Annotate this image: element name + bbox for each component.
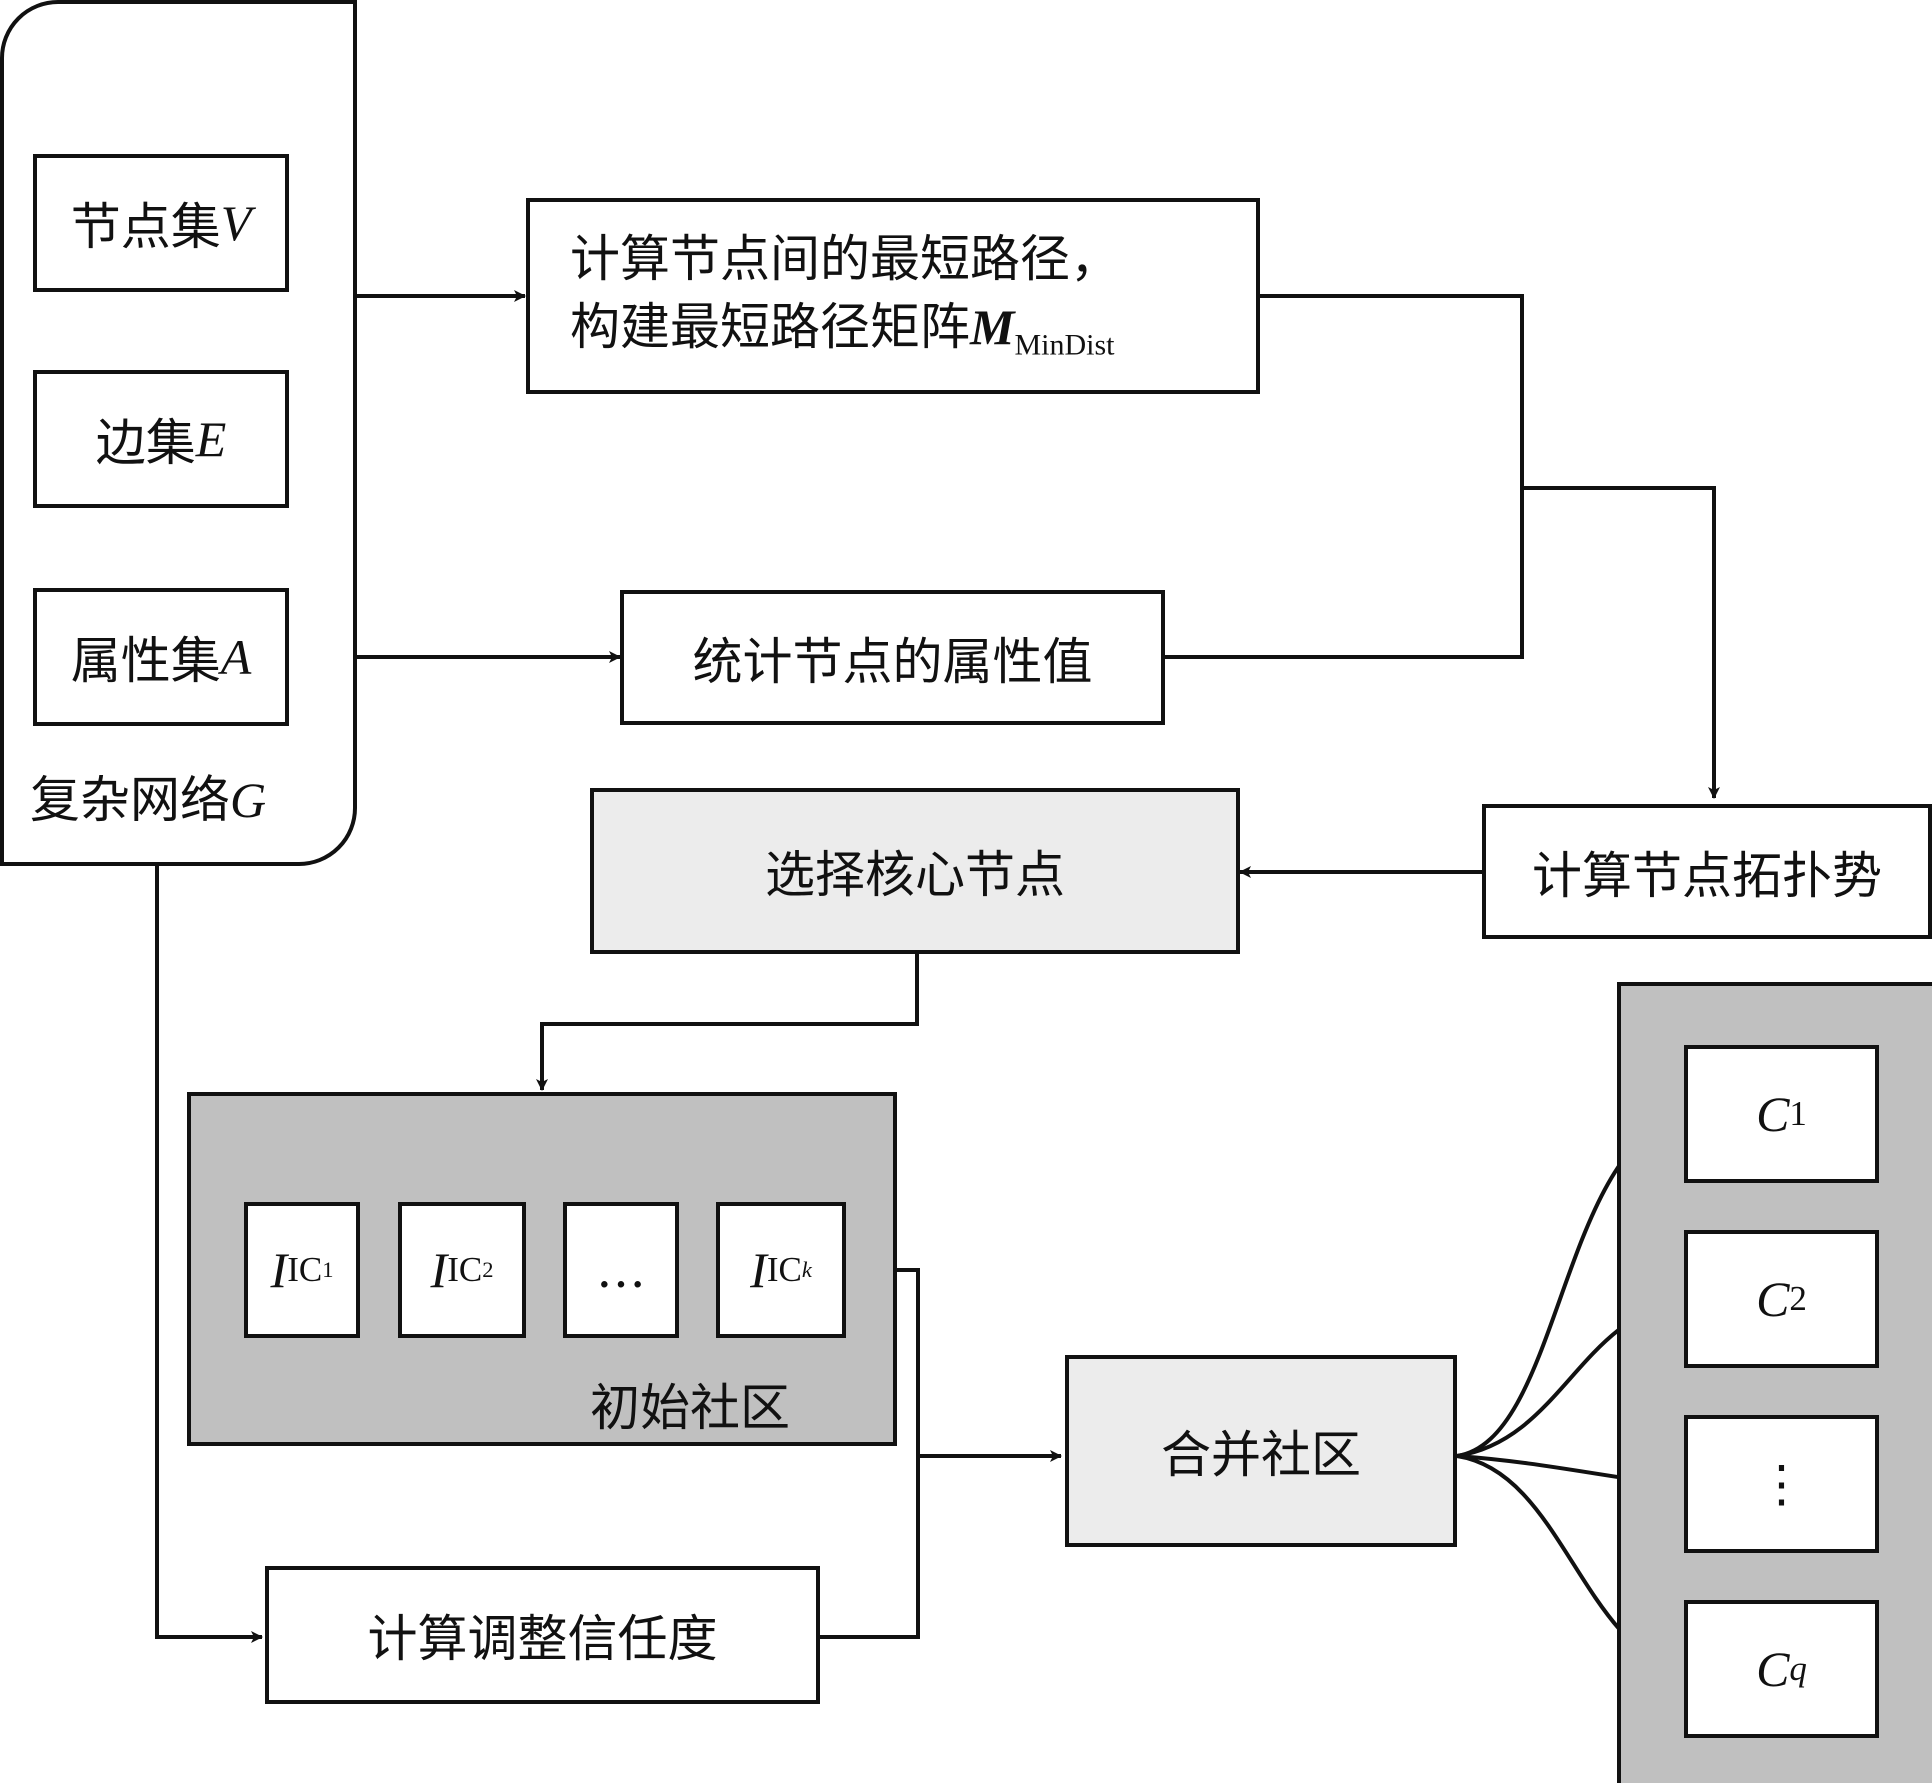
- merge-box: 合并社区: [1065, 1355, 1457, 1547]
- final-community-ellipsis: ⋮: [1684, 1415, 1879, 1553]
- connector-initial-out: [820, 1268, 920, 1639]
- network-label: 复杂网络G: [30, 771, 267, 829]
- shortest-path-line1: 计算节点间的最短路径，: [570, 230, 1120, 289]
- arrow-to-trust: [155, 862, 263, 1643]
- topo-potential-box: 计算节点拓扑势: [1482, 804, 1932, 939]
- select-core-box: 选择核心节点: [590, 788, 1240, 954]
- connector-shortest-path-out: [1163, 294, 1524, 659]
- matrix-symbol: M: [970, 298, 1015, 355]
- shortest-path-box: 计算节点间的最短路径， 构建最短路径矩阵MMinDist: [526, 198, 1260, 394]
- shortest-path-line2: 构建最短路径矩阵MMinDist: [570, 297, 1115, 362]
- trust-box: 计算调整信任度: [265, 1566, 820, 1704]
- attr-stats-box: 统计节点的属性值: [620, 590, 1165, 725]
- initial-community-ellipsis: …: [563, 1202, 679, 1338]
- arrow-to-topo-potential: [1522, 486, 1720, 799]
- initial-communities-label: 初始社区: [590, 1379, 790, 1437]
- arrow-to-initial-communities: [536, 952, 919, 1091]
